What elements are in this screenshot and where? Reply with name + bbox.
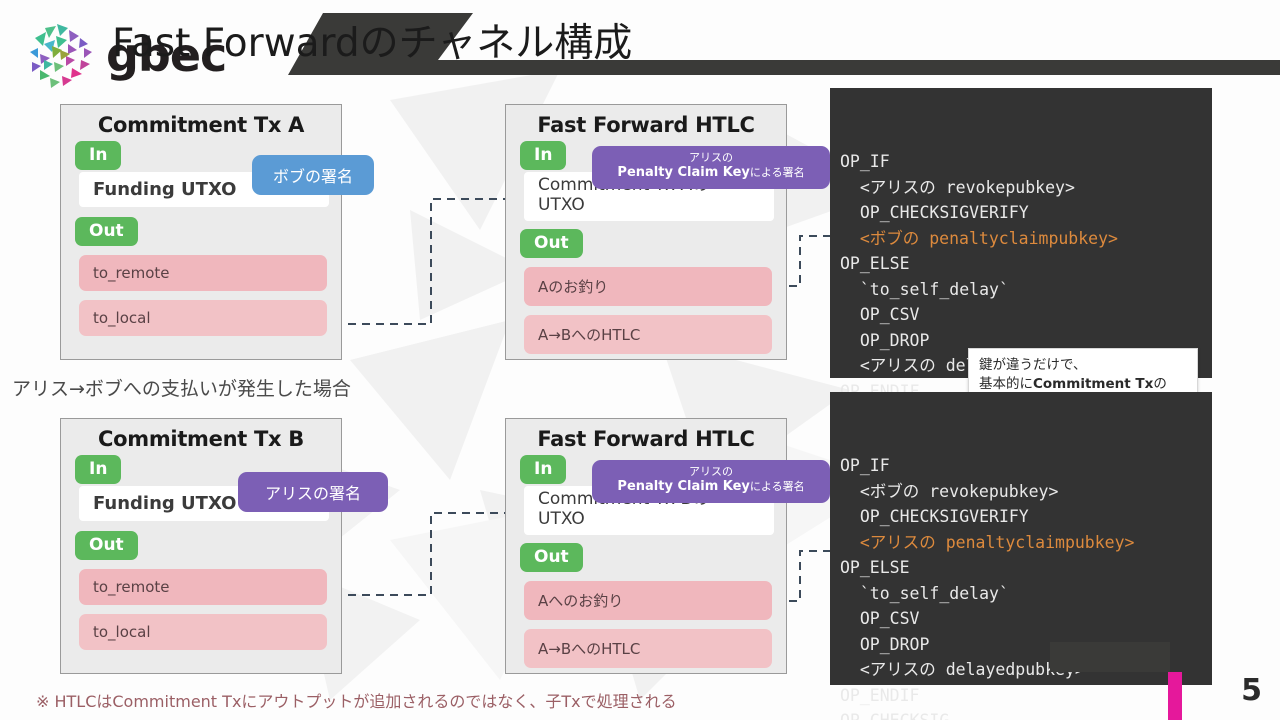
output-row-change: Aのお釣り [524,267,772,307]
footer-dark-tab [1050,642,1170,672]
out-badge: Out [520,543,583,573]
card-fast-forward-htlc-b: Fast Forward HTLC In Commitment Tx Bの UT… [505,418,787,674]
tooltip-line-2: 基本的にCommitment Txの [979,375,1187,394]
output-row-to-remote: to_remote [79,569,327,605]
output-row-htlc: A→BへのHTLC [524,315,772,355]
script-line: OP_DROP [840,330,930,350]
footnote-text: ※ HTLCはCommitment Txにアウトプットが追加されるのではなく、子… [36,692,677,711]
card-title: Commitment Tx A [97,113,305,137]
signature-badge-penalty-claim-b: アリスの Penalty Claim Keyによる署名 [592,460,830,504]
footer-magenta-bar [1168,672,1182,720]
script-line: <アリスの revokepubkey> [840,177,1075,197]
script-line: OP_CHECKSIG [840,708,1212,720]
out-badge: Out [75,217,138,246]
in-badge: In [75,141,122,170]
middle-caption: アリス→ボブへの支払いが発生した場合 [12,378,351,400]
script-line: OP_IF [840,456,890,475]
tooltip-line-2-bold: Commitment Tx [1033,376,1154,392]
in-badge: In [520,455,567,484]
output-row-to-local: to_local [79,300,327,336]
penalty-key-label: Penalty Claim Key [617,479,750,495]
in-badge: In [520,141,567,170]
script-line: OP_CHECKSIGVERIFY [840,507,1029,526]
script-line: OP_IF [840,152,890,171]
title-banner [283,13,1280,75]
card-title: Fast Forward HTLC [537,113,755,137]
script-line: OP_CSV [840,609,920,628]
gbec-hex-mosaic-logo [22,18,96,92]
output-row-to-local: to_local [79,614,327,650]
script-line: OP_CSV [840,305,920,324]
page-title: Fast Forwardのチャネル構成 [112,21,633,66]
output-row-htlc: A→BへのHTLC [524,629,772,669]
tooltip-line-1: 鍵が違うだけで、 [979,357,1087,373]
script-line: OP_ENDIF [840,685,920,705]
script-lines-b: OP_IF <ボブの revokepubkey> OP_CHECKSIGVERI… [840,453,1212,720]
card-commitment-tx-a: Commitment Tx A In Funding UTXO Out to_r… [60,104,342,360]
brand-logo: gbec [22,18,282,92]
penalty-line-1: アリスの [689,465,733,478]
script-line: `to_self_delay` [840,583,1009,603]
script-line: OP_CHECKSIGVERIFY [840,203,1029,222]
brand-wordmark: gbec [106,28,227,82]
script-line: OP_DROP [840,634,930,654]
script-line: OP_ELSE [840,558,910,577]
penalty-line-1: アリスの [689,151,733,164]
output-row-change: Aへのお釣り [524,581,772,621]
out-badge: Out [75,531,138,560]
penalty-line-2-tail: による署名 [749,166,805,180]
script-line: <ボブの revokepubkey> [840,481,1059,501]
card-fast-forward-htlc-a: Fast Forward HTLC In Commitment Tx Aの UT… [505,104,787,360]
penalty-key-label: Penalty Claim Key [617,165,750,181]
script-line: OP_ELSE [840,254,910,273]
signature-badge-alice: アリスの署名 [238,472,388,512]
script-line: <アリスの delayedpubkey> [840,660,1085,679]
signature-badge-penalty-claim-a: アリスの Penalty Claim Keyによる署名 [592,146,830,190]
signature-badge-bob: ボブの署名 [252,155,374,195]
script-line: `to_self_delay` [840,279,1009,299]
tooltip-line-2-pre: 基本的に [979,376,1033,392]
script-block-b: OP_IF <ボブの revokepubkey> OP_CHECKSIGVERI… [830,392,1212,720]
script-line: <アリスの penaltyclaimpubkey> [840,532,1135,552]
script-line: <ボブの penaltyclaimpubkey> [840,228,1118,248]
tooltip-line-2-post: の [1153,376,1167,392]
output-row-to-remote: to_remote [79,255,327,291]
out-badge: Out [520,229,583,259]
penalty-line-2-tail: による署名 [749,480,805,494]
script-block-a: OP_IF <アリスの revokepubkey> OP_CHECKSIGVER… [830,88,1212,426]
page-number: 5 [1241,673,1262,708]
card-title: Fast Forward HTLC [537,427,755,451]
card-commitment-tx-b: Commitment Tx B In Funding UTXO Out to_r… [60,418,342,674]
in-badge: In [75,455,122,484]
card-title: Commitment Tx B [98,427,304,451]
